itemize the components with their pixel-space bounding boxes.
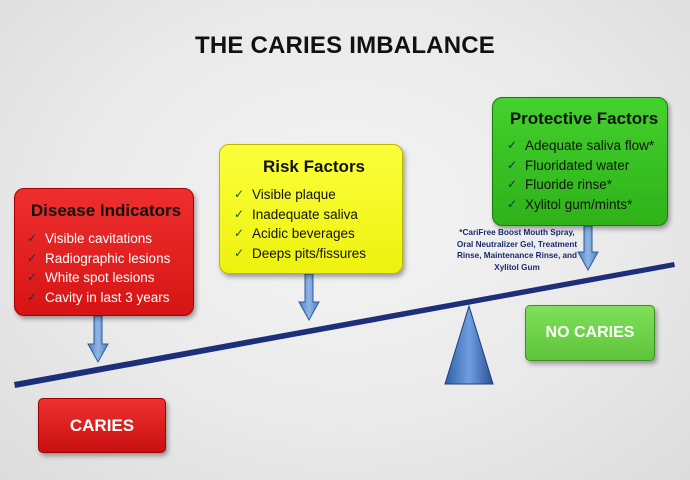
- disease-indicators-title: Disease Indicators: [30, 201, 182, 220]
- list-item: ✓ Radiographic lesions: [27, 249, 185, 269]
- page-title: THE CARIES IMBALANCE: [194, 32, 495, 59]
- list-item: ✓ Xylitol gum/mints*: [507, 195, 661, 215]
- list-item-label: Fluoride rinse*: [525, 177, 613, 192]
- protective-factors-box: Protective Factors ✓ Adequate saliva flow…: [492, 97, 668, 226]
- list-item-label: Xylitol gum/mints*: [525, 196, 633, 212]
- list-item-label: Acidic beverages: [252, 226, 355, 241]
- list-item-label: Inadequate saliva: [252, 206, 358, 222]
- no-caries-result-box: NO CARIES: [525, 305, 655, 361]
- fulcrum-triangle: [444, 304, 494, 385]
- list-item: ✓ Cavity in last 3 years: [27, 288, 185, 308]
- caries-result-box: CARIES: [38, 398, 166, 453]
- list-item: ✓ Fluoride rinse*: [507, 175, 661, 195]
- list-item-label: Deeps pits/fissures: [252, 245, 367, 261]
- list-item: ✓ Visible cavitations: [27, 229, 185, 249]
- check-icon: ✓: [27, 289, 38, 304]
- check-icon: ✓: [234, 245, 245, 260]
- list-item-label: Visible cavitations: [45, 231, 153, 246]
- check-icon: ✓: [234, 226, 245, 240]
- check-icon: ✓: [27, 270, 38, 284]
- list-item-label: Visible plaque: [252, 187, 336, 202]
- list-item-label: Radiographic lesions: [45, 250, 171, 266]
- seesaw-beam: [14, 262, 675, 388]
- list-item: ✓ Inadequate saliva: [234, 205, 394, 225]
- list-item: ✓ White spot lesions: [27, 268, 185, 288]
- check-icon: ✓: [507, 177, 518, 191]
- list-item: ✓ Visible plaque: [234, 185, 394, 205]
- no-caries-label: NO CARIES: [545, 324, 635, 341]
- check-icon: ✓: [507, 196, 518, 211]
- list-item: ✓ Adequate saliva flow*: [507, 136, 661, 156]
- risk-factors-list: ✓ Visible plaque ✓ Inadequate saliva ✓ Acid…: [234, 185, 394, 263]
- check-icon: ✓: [507, 157, 518, 172]
- list-item: ✓ Acidic beverages: [234, 224, 394, 244]
- list-item-label: Adequate saliva flow*: [525, 138, 655, 153]
- check-icon: ✓: [507, 138, 518, 152]
- risk-factors-box: Risk Factors ✓ Visible plaque ✓ Inadequate…: [219, 144, 403, 274]
- list-item-label: Cavity in last 3 years: [45, 289, 170, 305]
- list-item: ✓ Deeps pits/fissures: [234, 244, 394, 264]
- protective-factors-title: Protective Factors: [509, 109, 659, 128]
- disease-indicators-list: ✓ Visible cavitations ✓ Radiographic lesio…: [27, 229, 185, 307]
- protective-arrow-icon: [577, 225, 599, 272]
- caries-label: CARIES: [69, 415, 135, 435]
- list-item: ✓ Fluoridated water: [507, 156, 661, 176]
- risk-arrow-icon: [298, 273, 320, 322]
- check-icon: ✓: [27, 250, 38, 265]
- check-icon: ✓: [27, 231, 38, 245]
- disease-arrow-icon: [87, 315, 109, 364]
- product-footnote: *CariFree Boost Mouth Spray, Oral Neutra…: [456, 228, 578, 272]
- list-item-label: White spot lesions: [45, 270, 155, 285]
- protective-factors-list: ✓ Adequate saliva flow* ✓ Fluoridated wate…: [507, 136, 661, 214]
- risk-factors-title: Risk Factors: [262, 157, 366, 176]
- disease-indicators-box: Disease Indicators ✓ Visible cavitations …: [14, 188, 194, 316]
- check-icon: ✓: [234, 187, 245, 201]
- check-icon: ✓: [234, 206, 245, 221]
- list-item-label: Fluoridated water: [525, 157, 630, 173]
